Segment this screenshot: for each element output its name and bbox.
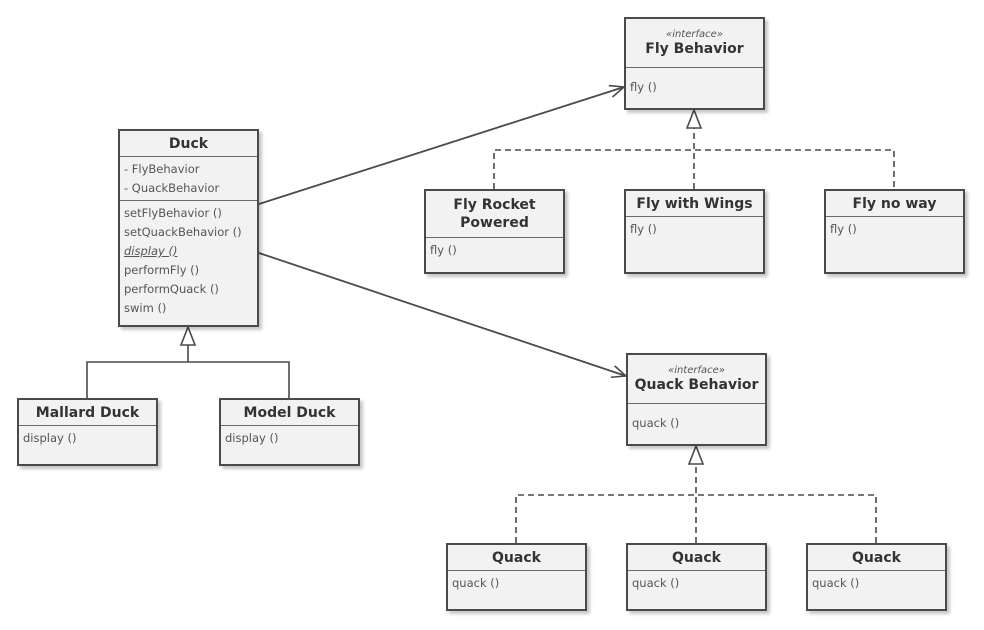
class-model-duck[interactable]: Model Duck display () [219, 398, 360, 466]
class-fly-rocket-powered[interactable]: Fly Rocket Powered fly () [424, 189, 565, 274]
method-quack: quack () [812, 576, 860, 590]
realization-to-quackbehavior [515, 443, 877, 543]
class-quack-3-methods: quack () [808, 571, 945, 595]
interface-quack-behavior-methods: quack () [628, 404, 765, 435]
class-fly-rocket-powered-header: Fly Rocket Powered [426, 191, 563, 238]
class-model-duck-name: Model Duck [243, 404, 336, 421]
class-fly-no-way-methods: fly () [826, 217, 963, 241]
method-perform-fly: performFly () [124, 263, 200, 277]
class-fly-with-wings-name: Fly with Wings [636, 195, 753, 212]
association-duck-flybehavior [258, 87, 624, 205]
class-fly-no-way-name: Fly no way [852, 195, 937, 212]
class-mallard-duck-name: Mallard Duck [35, 404, 140, 421]
class-fly-with-wings-header: Fly with Wings [626, 191, 763, 217]
interface-stereotype: «interface» [666, 28, 723, 40]
class-quack-2-methods: quack () [628, 571, 765, 595]
class-quack-2-header: Quack [628, 545, 765, 571]
class-fly-rocket-powered-name-line-1: Fly Rocket [453, 197, 536, 213]
class-quack-3-header: Quack [808, 545, 945, 571]
class-fly-rocket-powered-methods: fly () [426, 238, 563, 262]
interface-quack-behavior-name: Quack Behavior [634, 376, 759, 393]
class-quack-2[interactable]: Quack quack () [626, 543, 767, 611]
interface-quack-behavior[interactable]: «interface» Quack Behavior quack () [626, 353, 767, 446]
method-fly: fly () [830, 222, 857, 236]
class-duck-name: Duck [168, 135, 209, 152]
method-fly: fly () [430, 243, 457, 257]
method-perform-quack: performQuack () [124, 282, 219, 296]
method-swim: swim () [124, 301, 167, 315]
method-display-abstract: display () [124, 244, 178, 258]
attribute-quack-behavior: - QuackBehavior [124, 181, 220, 195]
class-quack-3-name: Quack [852, 549, 901, 566]
realization-to-flybehavior [493, 107, 895, 189]
class-mallard-duck-methods: display () [19, 426, 156, 450]
class-mallard-duck-header: Mallard Duck [19, 400, 156, 426]
method-quack: quack () [452, 576, 500, 590]
interface-fly-behavior-name: Fly Behavior [645, 40, 744, 57]
class-fly-with-wings[interactable]: Fly with Wings fly () [624, 189, 765, 274]
interface-fly-behavior-methods: fly () [626, 68, 763, 99]
method-set-quack-behavior: setQuackBehavior () [124, 225, 242, 239]
class-fly-rocket-powered-name-line-2: Powered [460, 215, 529, 231]
class-quack-1-methods: quack () [448, 571, 585, 595]
method-quack: quack () [632, 576, 680, 590]
method-display: display () [23, 431, 77, 445]
class-duck[interactable]: Duck - FlyBehavior - QuackBehavior setFl… [118, 129, 259, 327]
interface-fly-behavior-header: «interface» Fly Behavior [626, 19, 763, 68]
generalization-to-duck [86, 324, 290, 398]
method-display: display () [225, 431, 279, 445]
class-fly-no-way-header: Fly no way [826, 191, 963, 217]
interface-stereotype: «interface» [668, 364, 725, 376]
class-mallard-duck[interactable]: Mallard Duck display () [17, 398, 158, 466]
class-duck-attributes: - FlyBehavior - QuackBehavior [120, 157, 257, 200]
class-quack-1-header: Quack [448, 545, 585, 571]
method-fly: fly () [630, 222, 657, 236]
class-quack-2-name: Quack [672, 549, 721, 566]
attribute-fly-behavior: - FlyBehavior [124, 162, 200, 176]
method-quack: quack () [632, 416, 680, 430]
class-quack-3[interactable]: Quack quack () [806, 543, 947, 611]
class-model-duck-methods: display () [221, 426, 358, 450]
association-duck-quackbehavior [258, 252, 626, 376]
class-duck-methods: setFlyBehavior () setQuackBehavior () di… [120, 200, 257, 320]
class-fly-with-wings-methods: fly () [626, 217, 763, 241]
class-fly-no-way[interactable]: Fly no way fly () [824, 189, 965, 274]
class-model-duck-header: Model Duck [221, 400, 358, 426]
class-duck-header: Duck [120, 131, 257, 157]
interface-fly-behavior[interactable]: «interface» Fly Behavior fly () [624, 17, 765, 110]
interface-quack-behavior-header: «interface» Quack Behavior [628, 355, 765, 404]
class-quack-1-name: Quack [492, 549, 541, 566]
method-fly: fly () [630, 80, 657, 94]
class-quack-1[interactable]: Quack quack () [446, 543, 587, 611]
method-set-fly-behavior: setFlyBehavior () [124, 206, 222, 220]
